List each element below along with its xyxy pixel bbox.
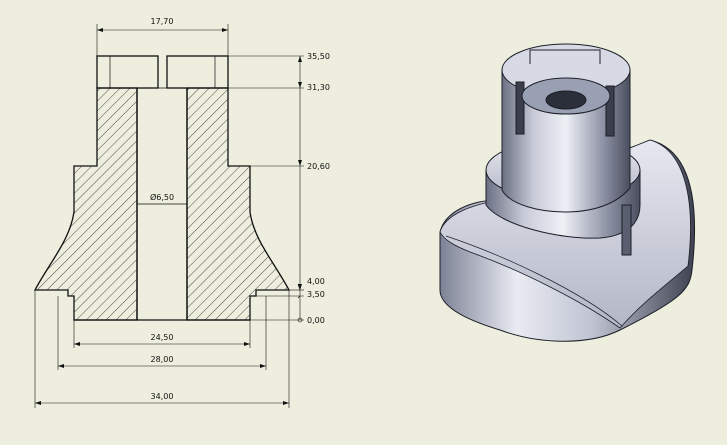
isometric-3d-view [439,43,696,342]
dim-20-60: 20,60 [307,162,330,171]
bore-hole [545,90,587,110]
dim-bore-diameter: Ø6,50 [150,192,174,202]
dim-34-00: 34,00 [151,392,174,401]
dim-24-50: 24,50 [151,333,174,342]
slot-front [621,204,632,256]
section-view [33,55,291,321]
dim-4-00: 4,00 [307,277,325,286]
dim-35-50: 35,50 [307,52,330,61]
dim-28-00: 28,00 [151,355,174,364]
slot-left [515,81,525,135]
dim-top-width: 17,70 [151,17,174,26]
slot-right [605,85,615,137]
section-right-half [186,87,291,321]
section-left-half [33,87,138,321]
dimension-lines [34,24,304,408]
dimension-arrows [35,28,302,405]
dim-0-00: 0,00 [307,316,325,325]
dim-3-50: 3,50 [307,290,325,299]
top-lug-left [96,55,159,89]
top-lug-right [166,55,229,89]
dim-31-30: 31,30 [307,83,330,92]
dimension-texts: 17,70 35,50 31,30 20,60 4,00 3,50 0,00 Ø… [150,17,330,401]
